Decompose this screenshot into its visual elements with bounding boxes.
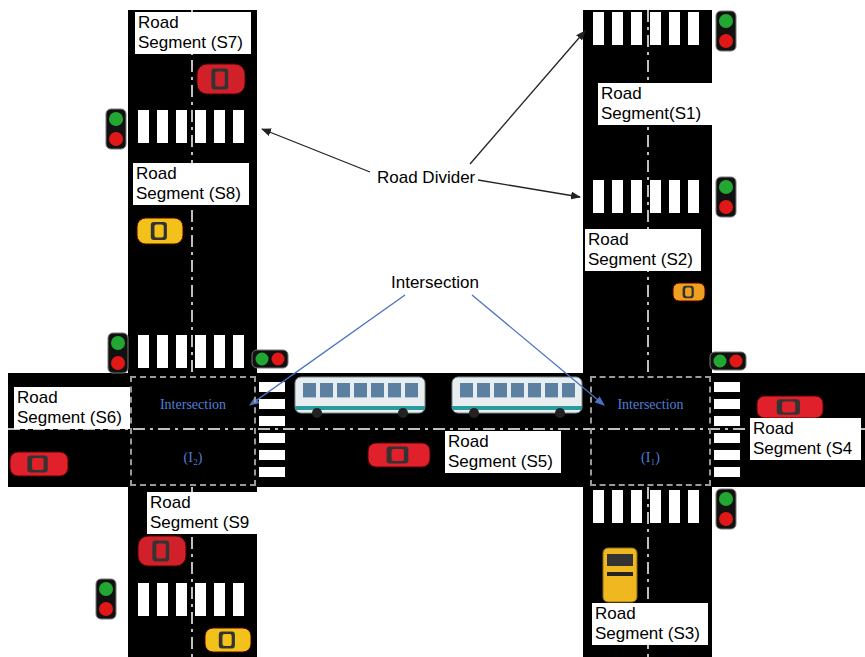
roads (8, 10, 865, 657)
crosswalk-stripe (176, 335, 187, 368)
car (137, 218, 183, 244)
crosswalk-stripe (631, 12, 642, 45)
traffic-lights (96, 11, 746, 619)
crosswalk-stripe (593, 180, 604, 213)
crosswalk-stripe (176, 583, 187, 616)
car (205, 628, 251, 652)
traffic-light (96, 579, 116, 619)
crosswalk-stripe (688, 12, 699, 45)
crosswalk-stripe (593, 12, 604, 45)
car (757, 396, 823, 418)
segment-label: Road Segment (S4 (750, 418, 861, 460)
intersection-label: Intersection (158, 397, 228, 413)
callout-label: Intersection (388, 272, 482, 294)
crosswalk-stripe (714, 416, 740, 426)
crosswalk-stripe (138, 110, 149, 143)
traffic-light (716, 11, 736, 51)
segment-label: Road Segment (S2) (585, 229, 701, 271)
crosswalk-stripe (176, 110, 187, 143)
car (10, 452, 68, 476)
segment-label: Road Segment (S9 (147, 492, 263, 534)
segment-label: Road Segment(S1) (598, 83, 714, 125)
crosswalk-stripe (138, 583, 149, 616)
crosswalk-stripe (214, 110, 225, 143)
school-bus (603, 548, 637, 602)
segment-label: Road Segment (S8) (133, 163, 249, 205)
crosswalk-stripe (259, 416, 285, 426)
traffic-light (108, 333, 128, 373)
crosswalk-stripe (233, 110, 244, 143)
crosswalk-stripe (259, 450, 285, 460)
traffic-light (106, 109, 126, 149)
crosswalk-stripe (714, 382, 740, 392)
crosswalk-stripe (631, 490, 642, 523)
crosswalk-stripe (688, 490, 699, 523)
crosswalk-stripe (214, 335, 225, 368)
intersection-label: (I₁) (639, 450, 662, 466)
segment-label: Road Segment (S7) (135, 12, 251, 54)
intersection-box: Intersection (I₂) (130, 376, 256, 486)
traffic-light (716, 489, 736, 529)
crosswalk-stripe (233, 335, 244, 368)
intersection-label: (I₂) (182, 450, 205, 466)
bus (452, 377, 582, 418)
crosswalk-stripe (195, 335, 206, 368)
crosswalk-stripe (631, 180, 642, 213)
intersection-box: Intersection (I₁) (590, 376, 711, 486)
car (368, 443, 430, 467)
leader-lines (250, 31, 604, 405)
crosswalk-stripe (669, 180, 680, 213)
crosswalk-stripe (714, 433, 740, 443)
callout-label: Road Divider (374, 167, 478, 189)
crosswalk-stripe (612, 12, 623, 45)
crosswalk-stripe (714, 399, 740, 409)
crosswalk-stripe (157, 583, 168, 616)
crosswalk-stripe (195, 583, 206, 616)
crosswalk-stripe (650, 12, 661, 45)
crosswalk-stripe (714, 467, 740, 477)
traffic-light (252, 350, 288, 368)
crosswalk-stripe (650, 490, 661, 523)
car (138, 536, 186, 566)
crosswalk-stripe (259, 433, 285, 443)
crosswalk-stripe (259, 467, 285, 477)
traffic-light (710, 352, 746, 370)
crosswalk-stripe (612, 490, 623, 523)
crosswalk-stripe (714, 450, 740, 460)
crosswalk-stripe (650, 180, 661, 213)
crosswalk-stripe (233, 583, 244, 616)
vehicles (10, 64, 823, 652)
crosswalk-stripe (259, 399, 285, 409)
crosswalk-stripe (138, 335, 149, 368)
crosswalk-stripe (157, 335, 168, 368)
segment-label: Road Segment (S6) (14, 387, 130, 429)
traffic-light (716, 177, 736, 217)
crosswalk-stripe (214, 583, 225, 616)
crosswalk-stripe (157, 110, 168, 143)
crosswalk-stripe (195, 110, 206, 143)
segment-label: Road Segment (S3) (592, 603, 708, 645)
crosswalk-stripe (612, 180, 623, 213)
car (673, 283, 705, 301)
crosswalks (138, 12, 740, 616)
intersection-label: Intersection (615, 397, 685, 413)
segment-label: Road Segment (S5) (445, 431, 561, 473)
crosswalk-stripe (593, 490, 604, 523)
crosswalk-stripe (669, 12, 680, 45)
crosswalk-stripe (669, 490, 680, 523)
crosswalk-stripe (688, 180, 699, 213)
bus (295, 377, 425, 418)
car (197, 64, 245, 94)
center-dividers (8, 10, 865, 657)
